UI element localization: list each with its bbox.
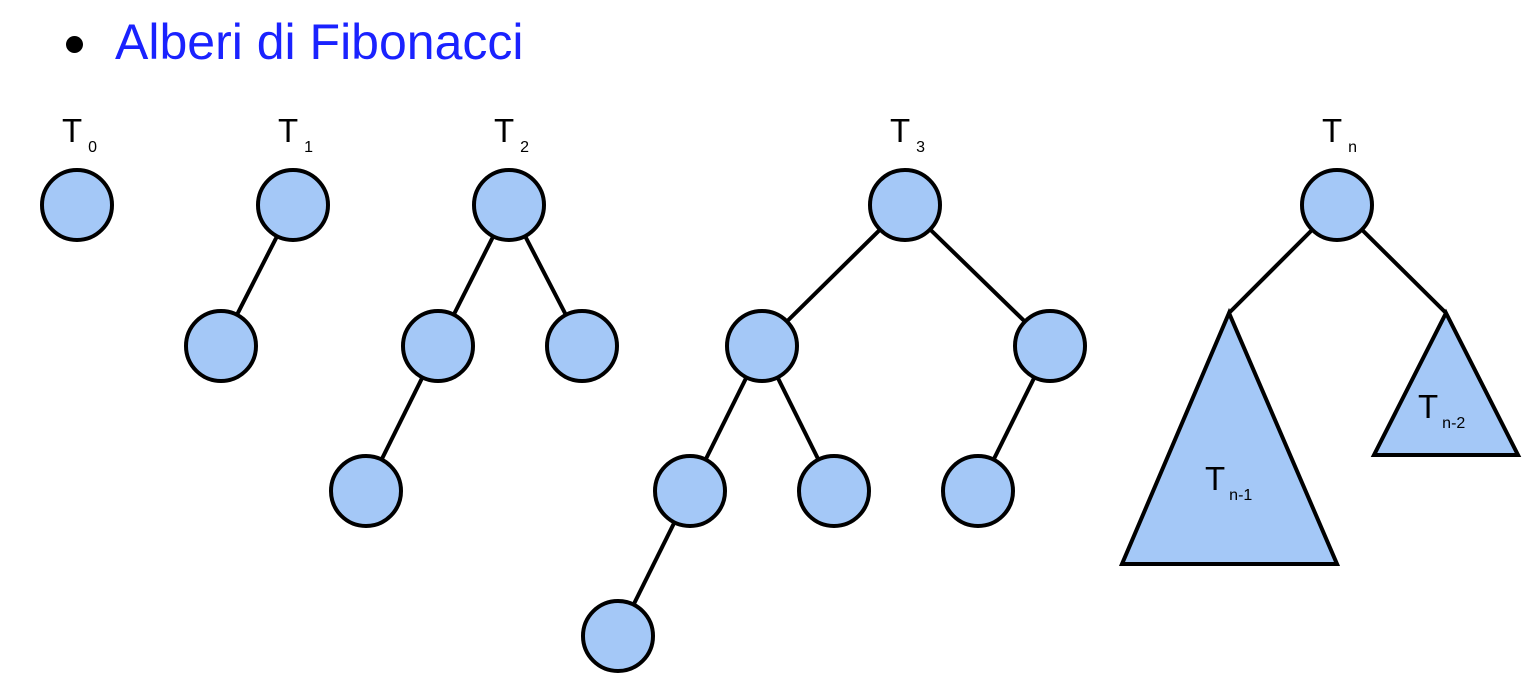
tree-node [581,599,655,673]
subtree-triangle-n-2 [1370,308,1522,457]
tree-node [1013,309,1087,383]
page-title: Alberi di Fibonacci [115,14,524,70]
tree-node [472,168,546,242]
tree-node [401,309,475,383]
tree-node [653,454,727,528]
title-row: Alberi di Fibonacci [66,12,524,72]
tree-node [256,168,330,242]
tree-node [797,454,871,528]
tree-node [941,454,1015,528]
bullet-icon [66,35,83,53]
tree-node [329,454,403,528]
tree-node [40,168,114,242]
tree-node [868,168,942,242]
tree-node [1300,168,1374,242]
tree-node [184,309,258,383]
nodes [40,168,1374,673]
subtrees [1118,307,1522,566]
tree-node [545,309,619,383]
tree-node [725,309,799,383]
subtree-triangle-n-1 [1118,307,1341,566]
